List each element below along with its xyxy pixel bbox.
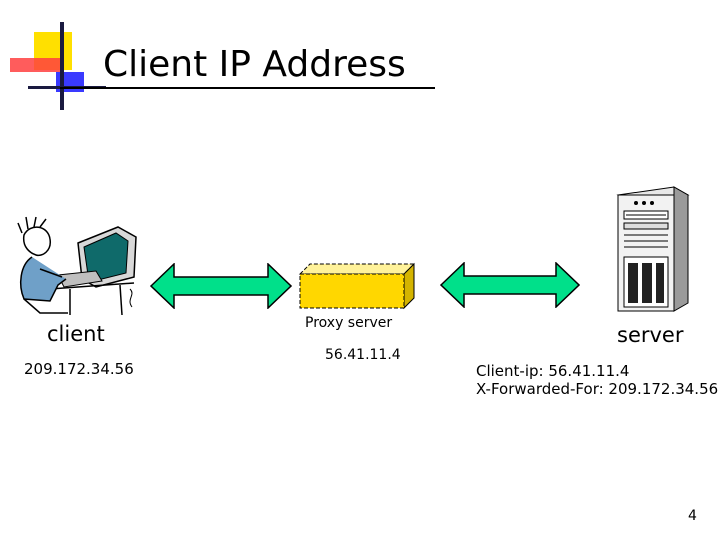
proxy-ip-address: 56.41.11.4 [325, 347, 401, 363]
proxy-server-label: Proxy server [305, 315, 393, 331]
client-ip-header: Client-ip: 56.41.11.4 [476, 362, 630, 380]
x-forwarded-for-header: X-Forwarded-For: 209.172.34.56 [476, 380, 719, 398]
slide-logo-icon [10, 22, 106, 110]
server-label: server [617, 323, 684, 347]
double-arrow-proxy-server [440, 262, 580, 308]
computer-user-icon [17, 216, 137, 315]
client-ip-address: 209.172.34.56 [24, 360, 134, 378]
slide-title: Client IP Address [103, 44, 406, 85]
server-tower-icon [616, 186, 690, 312]
proxy-box-icon [298, 262, 416, 310]
title-underline [60, 87, 435, 89]
client-label: client [47, 322, 105, 346]
page-number: 4 [688, 508, 697, 524]
double-arrow-client-proxy [150, 263, 292, 309]
